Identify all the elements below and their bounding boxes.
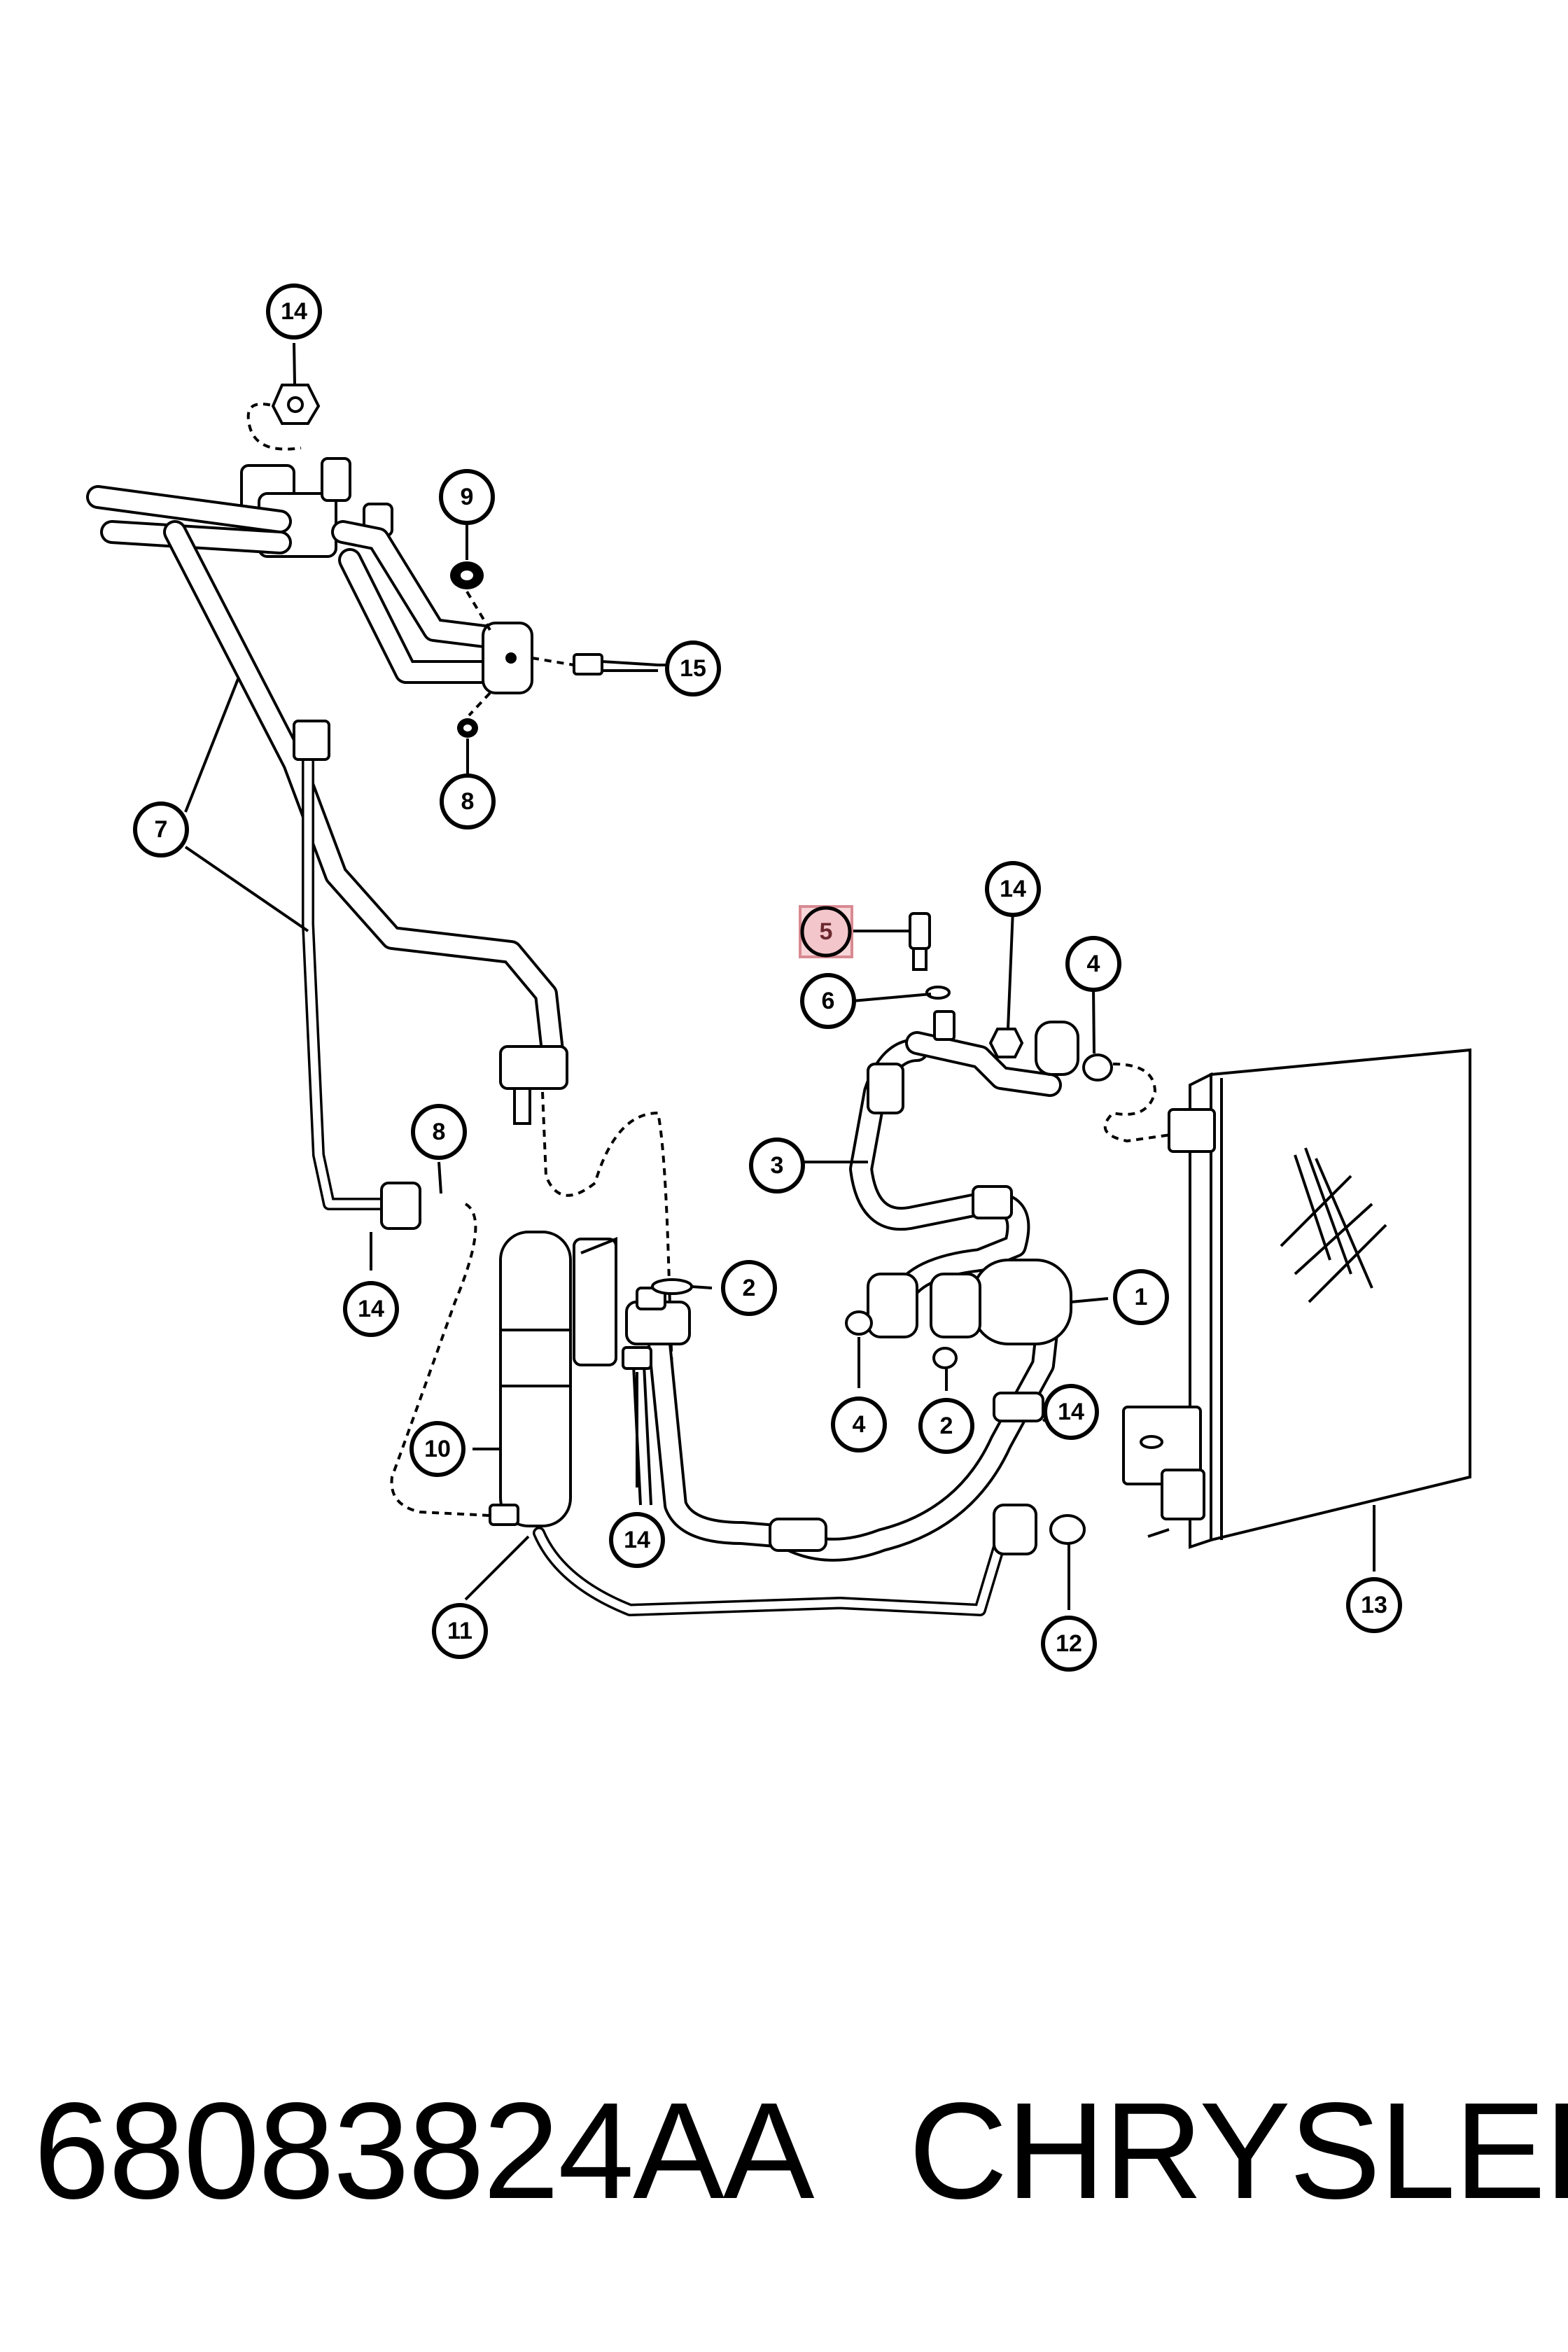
callout-4-low[interactable]: 4	[831, 1396, 887, 1452]
left-fitting	[380, 1182, 421, 1230]
svg-text:14: 14	[624, 1527, 650, 1553]
svg-text:13: 13	[1361, 1592, 1387, 1618]
part-number: 68083824AA	[34, 2074, 815, 2227]
callout-10[interactable]: 10	[410, 1421, 465, 1477]
svg-text:15: 15	[680, 655, 706, 682]
condenser	[1122, 1048, 1471, 1549]
callout-2-low[interactable]: 2	[918, 1398, 974, 1454]
svg-text:14: 14	[1058, 1399, 1084, 1425]
lower-fitting	[499, 1045, 568, 1090]
svg-text:11: 11	[447, 1618, 472, 1644]
svg-text:3: 3	[771, 1152, 784, 1179]
refrigerant-line-assembly	[86, 457, 568, 1230]
svg-text:8: 8	[433, 1119, 446, 1145]
svg-text:8: 8	[461, 788, 475, 815]
svg-text:7: 7	[155, 816, 168, 843]
callout-8-left[interactable]: 8	[411, 1104, 467, 1160]
suction-line	[849, 912, 1177, 1307]
callout-14-top[interactable]: 14	[266, 284, 322, 340]
receiver-drier	[489, 1231, 617, 1527]
callout-14-left[interactable]: 14	[343, 1281, 399, 1337]
callout-3[interactable]: 3	[749, 1138, 805, 1194]
callout-13[interactable]: 13	[1346, 1577, 1402, 1633]
compressor-fitting	[845, 1259, 1072, 1369]
svg-text:6: 6	[822, 988, 835, 1014]
service-valve	[321, 457, 351, 502]
callout-2-top[interactable]: 2	[721, 1260, 777, 1316]
callout-6[interactable]: 6	[800, 973, 856, 1029]
callout-11[interactable]: 11	[432, 1603, 488, 1659]
callout-9[interactable]: 9	[439, 469, 495, 525]
svg-text:5: 5	[820, 918, 833, 945]
callout-12[interactable]: 12	[1041, 1616, 1097, 1672]
pressure-switch	[909, 912, 931, 950]
callout-5[interactable]: 5	[799, 905, 853, 958]
fitting-stub	[513, 1087, 531, 1125]
svg-text:9: 9	[461, 484, 474, 510]
svg-text:14: 14	[358, 1296, 384, 1322]
svg-text:12: 12	[1056, 1630, 1082, 1657]
svg-text:4: 4	[1087, 951, 1100, 977]
brand-name: CHRYSLER	[909, 2074, 1568, 2227]
svg-text:1: 1	[1135, 1284, 1148, 1310]
callout-14-bottom[interactable]: 14	[609, 1512, 665, 1568]
callout-1[interactable]: 1	[1113, 1269, 1169, 1325]
nut-top	[246, 384, 321, 451]
leader-lines	[184, 342, 1376, 1610]
svg-text:14: 14	[1000, 876, 1026, 902]
callout-15[interactable]: 15	[665, 640, 721, 696]
callout-7[interactable]: 7	[133, 802, 189, 858]
liquid-lines	[533, 1287, 1062, 1616]
tube-clip	[293, 720, 330, 761]
svg-text:14: 14	[281, 298, 307, 325]
callout-14-right[interactable]: 14	[1043, 1384, 1099, 1440]
callout-14-mid[interactable]: 14	[985, 861, 1041, 917]
svg-text:4: 4	[853, 1411, 866, 1438]
svg-text:2: 2	[940, 1413, 953, 1439]
svg-text:2: 2	[743, 1275, 756, 1301]
callout-8-top[interactable]: 8	[440, 774, 496, 830]
callout-4-right[interactable]: 4	[1065, 936, 1121, 992]
svg-text:10: 10	[424, 1436, 451, 1462]
